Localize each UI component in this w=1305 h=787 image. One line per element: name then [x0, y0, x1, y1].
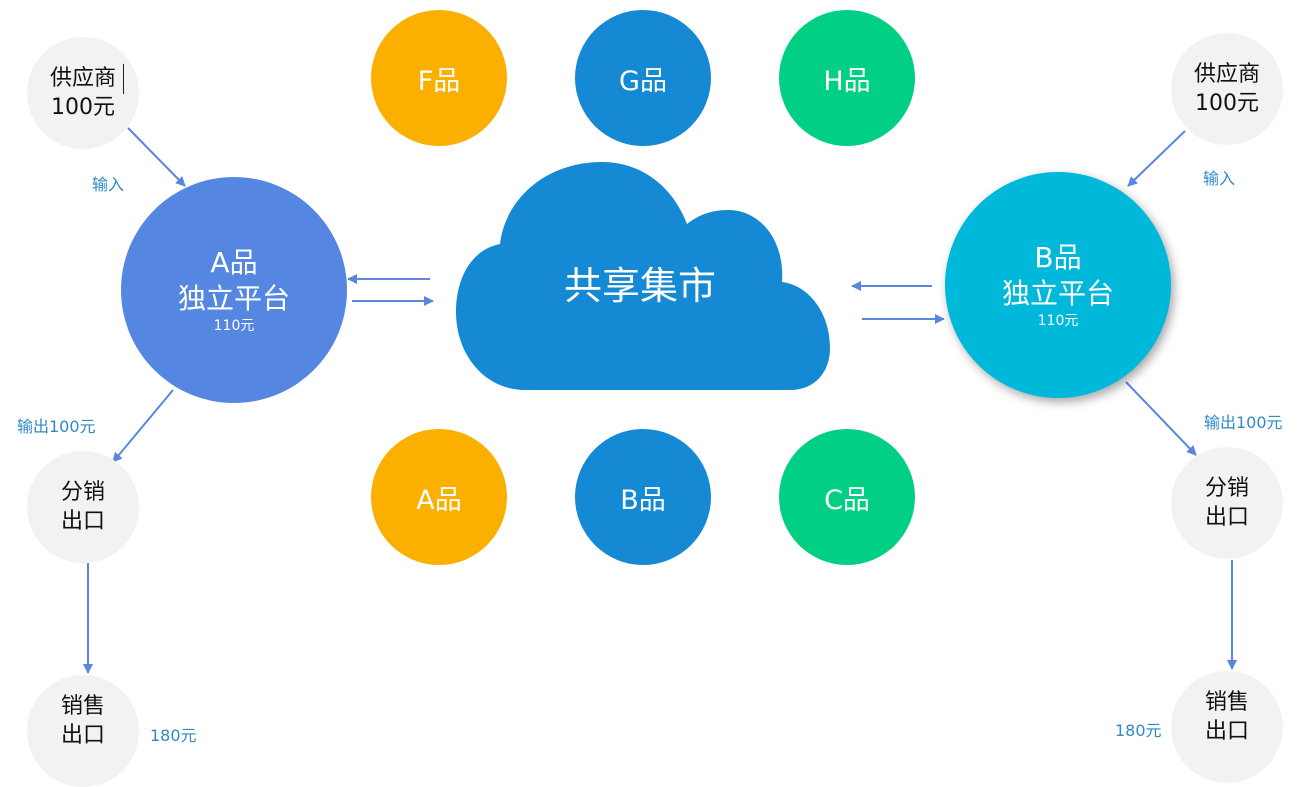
cloud-layer: [456, 162, 830, 390]
left-input-label: 输入: [92, 175, 125, 194]
product-g: G品: [575, 10, 711, 146]
left-platform-line1: A品: [210, 246, 258, 279]
right-platform-node: B品 独立平台 110元: [945, 172, 1171, 398]
left-supplier-line2: 100元: [51, 95, 115, 120]
product-f: F品: [371, 10, 507, 146]
left-output-label: 输出100元: [17, 417, 96, 436]
left-distribution-line1: 分销: [60, 480, 105, 505]
right-supplier-line1: 供应商: [1193, 62, 1260, 87]
left-supplier-node: 供应商 100元: [27, 37, 139, 149]
left-sales-price: 180元: [150, 726, 197, 745]
product-h: H品: [779, 10, 915, 146]
connector-layer: [83, 127, 1237, 674]
right-distribution-node: 分销 出口: [1171, 447, 1283, 559]
left-sales-node: 销售 出口: [27, 675, 139, 787]
left-supplier-line1: 供应商: [49, 66, 116, 91]
right-sales-node: 销售 出口: [1171, 671, 1283, 783]
product-b: B品: [575, 429, 711, 565]
right-sales-line2: 出口: [1204, 719, 1249, 744]
product-b-label: B品: [620, 484, 666, 516]
right-distribution-line2: 出口: [1204, 505, 1249, 530]
arrow-left-platform-to-distribution: [112, 389, 174, 463]
right-platform-line2: 独立平台: [1001, 277, 1114, 310]
right-sales-price: 180元: [1115, 721, 1162, 740]
left-platform-price: 110元: [213, 318, 255, 334]
arrow-right-supplier-to-platform: [1127, 130, 1186, 187]
cloud-shape: [456, 162, 830, 390]
product-a-label: A品: [416, 484, 462, 516]
right-platform-line1: B品: [1034, 241, 1082, 274]
right-output-label: 输出100元: [1204, 413, 1283, 432]
product-h-label: H品: [823, 65, 871, 97]
product-c: C品: [779, 429, 915, 565]
left-sales-line1: 销售: [60, 694, 105, 719]
product-g-label: G品: [619, 65, 667, 97]
product-a: A品: [371, 429, 507, 565]
product-f-label: F品: [417, 65, 461, 97]
left-platform-node: A品 独立平台 110元: [121, 177, 347, 403]
arrow-left-supplier-to-platform: [127, 127, 186, 187]
text-cursor: [123, 64, 124, 94]
right-distribution-line1: 分销: [1204, 476, 1249, 501]
market-title: 共享集市: [563, 264, 716, 308]
right-supplier-line2: 100元: [1195, 91, 1259, 116]
right-platform-price: 110元: [1037, 313, 1079, 329]
right-sales-line1: 销售: [1204, 690, 1249, 715]
right-input-label: 输入: [1203, 169, 1236, 188]
left-distribution-node: 分销 出口: [27, 451, 139, 563]
arrow-right-platform-to-distribution: [1125, 381, 1197, 456]
right-supplier-node: 供应商 100元: [1171, 33, 1283, 145]
left-sales-line2: 出口: [60, 723, 105, 748]
left-platform-line2: 独立平台: [177, 282, 290, 315]
product-c-label: C品: [824, 484, 870, 516]
left-distribution-line2: 出口: [60, 509, 105, 534]
